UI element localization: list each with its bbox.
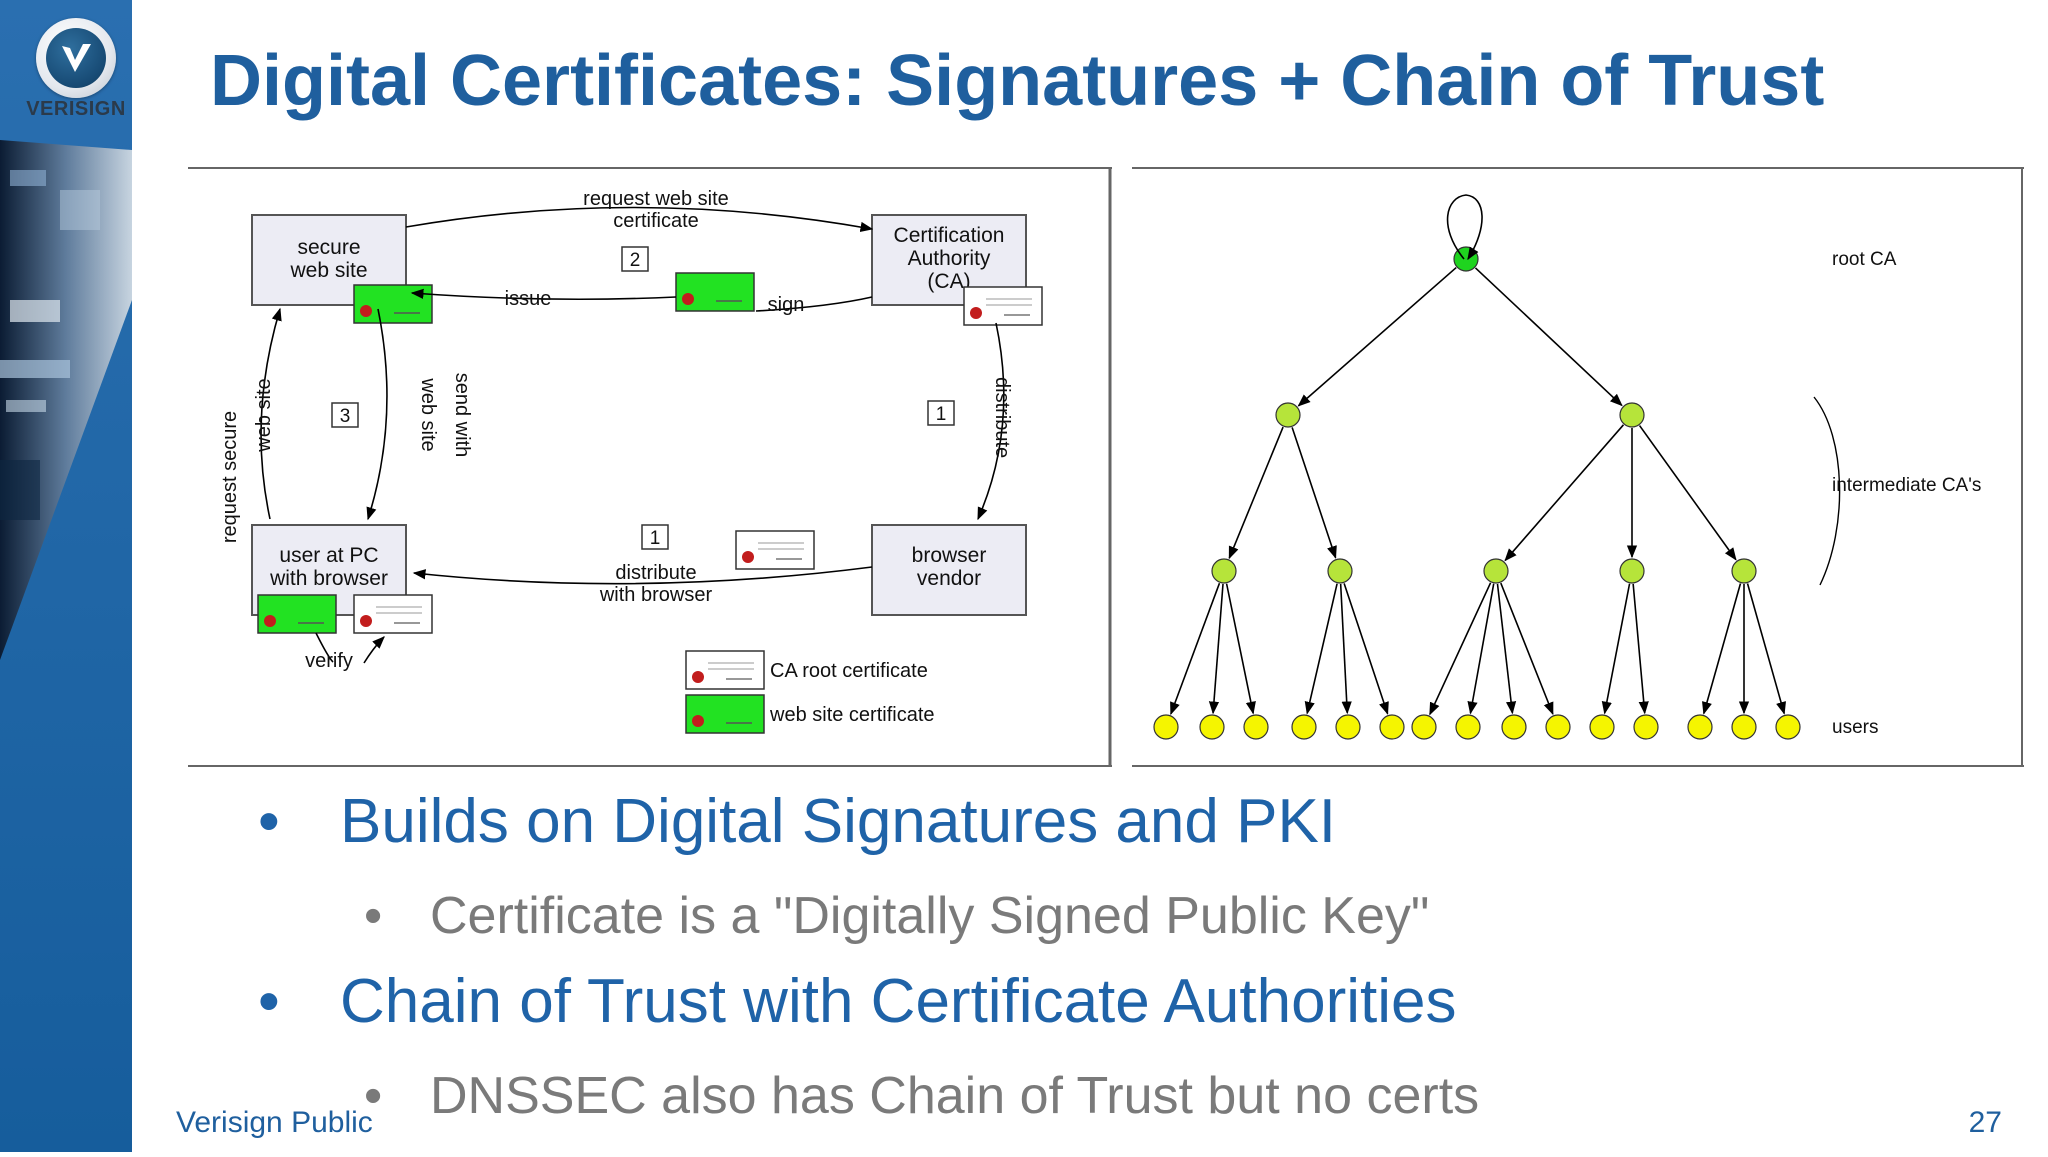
sidebar-decoration xyxy=(0,0,132,1152)
intermediate-ca-node xyxy=(1276,403,1300,427)
root-certificate-icon xyxy=(964,287,1042,325)
legend-root-certificate-icon xyxy=(686,651,764,689)
user-pc-label: user at PC xyxy=(279,544,378,567)
user-node xyxy=(1590,715,1614,739)
logo-text: VERISIGN xyxy=(0,98,152,121)
root-certificate-icon xyxy=(354,595,432,633)
send-with-label-2: web site xyxy=(417,377,439,451)
step-number: 3 xyxy=(340,406,351,427)
bullet-dot: • xyxy=(258,966,280,1037)
footer-label: Verisign Public xyxy=(176,1106,373,1140)
intermediate-ca-node xyxy=(1328,559,1352,583)
secure-site-label: secure xyxy=(297,236,360,259)
users-label: users xyxy=(1832,717,1878,738)
user-node xyxy=(1776,715,1800,739)
user-node xyxy=(1412,715,1436,739)
user-node xyxy=(1732,715,1756,739)
intermediate-ca-node xyxy=(1620,403,1644,427)
check-icon xyxy=(46,28,106,88)
bullet-text: Builds on Digital Signatures and PKI xyxy=(340,786,1336,857)
distribute-browser-label-2: with browser xyxy=(599,584,713,606)
browser-vendor-label: browser xyxy=(912,544,987,567)
request-cert-label-2: certificate xyxy=(613,210,699,232)
bullet-dot: • xyxy=(258,786,280,857)
legend-site-certificate-icon xyxy=(686,695,764,733)
request-cert-label: request web site xyxy=(583,188,729,210)
verify-label: verify xyxy=(305,650,353,672)
issue-label: issue xyxy=(505,288,552,310)
root-ca-label: root CA xyxy=(1832,249,1897,270)
legend-root-label: CA root certificate xyxy=(770,660,928,682)
step-number: 2 xyxy=(630,250,641,271)
browser-vendor-label-2: vendor xyxy=(917,567,981,590)
user-node xyxy=(1634,715,1658,739)
intermediate-ca-node xyxy=(1732,559,1756,583)
user-pc-label-2: with browser xyxy=(269,567,388,590)
secure-site-label-2: web site xyxy=(289,259,367,282)
ca-label: Certification xyxy=(894,224,1005,247)
bullet-dot: • xyxy=(364,886,382,946)
intermediate-ca-node xyxy=(1620,559,1644,583)
root-certificate-icon xyxy=(736,531,814,569)
step-number: 1 xyxy=(936,404,947,425)
bullet-text: Certificate is a "Digitally Signed Publi… xyxy=(430,886,1429,946)
user-node xyxy=(1456,715,1480,739)
sign-label: sign xyxy=(768,294,805,316)
request-secure-label-2: web site xyxy=(253,378,275,452)
user-node xyxy=(1546,715,1570,739)
step-number: 1 xyxy=(650,528,661,549)
page-number: 27 xyxy=(1969,1106,2002,1140)
bullet-text: Chain of Trust with Certificate Authorit… xyxy=(340,966,1456,1037)
intermediate-ca-node xyxy=(1484,559,1508,583)
distribute-browser-label: distribute xyxy=(615,562,696,584)
trust-hierarchy-diagram: root CA intermediate CA's users xyxy=(1128,167,2024,767)
user-node xyxy=(1292,715,1316,739)
intermediate-ca-node xyxy=(1212,559,1236,583)
certificate-flow-diagram: secure web site Certification Authority … xyxy=(188,167,1112,767)
slide-title: Digital Certificates: Signatures + Chain… xyxy=(210,40,1824,122)
legend-site-label: web site certificate xyxy=(769,704,935,726)
user-node xyxy=(1154,715,1178,739)
sidebar-image xyxy=(0,0,132,1152)
intermediate-ca-label: intermediate CA's xyxy=(1832,475,1981,496)
site-certificate-icon xyxy=(258,595,336,633)
send-with-label: send with xyxy=(451,373,473,458)
user-node xyxy=(1502,715,1526,739)
user-node xyxy=(1200,715,1224,739)
site-certificate-icon xyxy=(354,285,432,323)
request-secure-label: request secure xyxy=(219,411,241,543)
bullet-text: DNSSEC also has Chain of Trust but no ce… xyxy=(430,1066,1479,1126)
site-certificate-icon xyxy=(676,273,754,311)
verisign-logo xyxy=(36,18,116,98)
user-node xyxy=(1244,715,1268,739)
user-node xyxy=(1336,715,1360,739)
ca-label-2: Authority xyxy=(908,247,991,270)
distribute-label: distribute xyxy=(991,377,1013,458)
user-node xyxy=(1688,715,1712,739)
user-node xyxy=(1380,715,1404,739)
